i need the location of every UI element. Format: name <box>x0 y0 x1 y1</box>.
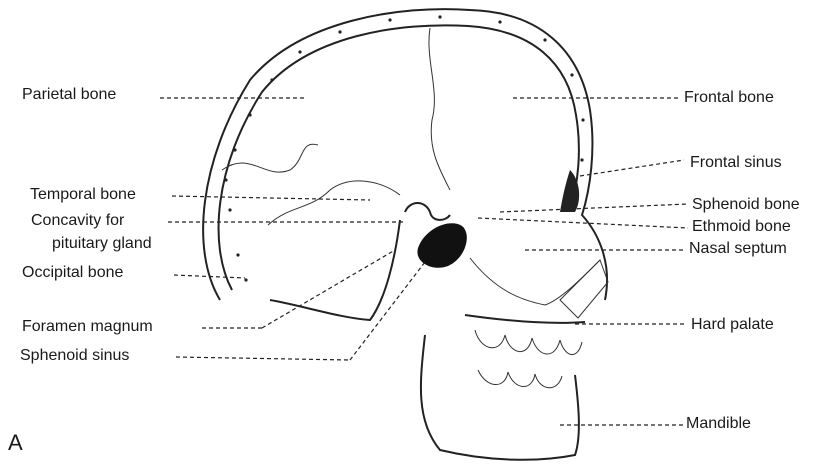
label-hard-palate: Hard palate <box>691 316 774 334</box>
coronal-suture <box>429 28 450 190</box>
label-concavity-line1: Concavity for <box>31 212 124 230</box>
squamous-suture <box>268 181 400 225</box>
panel-letter: A <box>8 430 23 456</box>
maxilla-line <box>470 258 600 305</box>
label-ethmoid-bone: Ethmoid bone <box>692 218 791 236</box>
label-parietal-bone: Parietal bone <box>22 86 116 104</box>
label-concavity-line2: pituitary gland <box>52 235 152 253</box>
label-sphenoid-bone: Sphenoid bone <box>692 196 800 214</box>
diploe-texture <box>224 15 584 281</box>
sella-turcica <box>405 203 450 220</box>
lambdoid-suture <box>222 144 318 172</box>
clivus <box>270 220 400 320</box>
label-mandible: Mandible <box>686 415 751 433</box>
label-occipital-bone: Occipital bone <box>22 264 123 282</box>
label-nasal-septum: Nasal septum <box>689 240 787 258</box>
label-temporal-bone: Temporal bone <box>30 186 136 204</box>
mandible-shape <box>421 335 579 460</box>
hard-palate-shape <box>465 315 585 323</box>
label-sphenoid-sinus: Sphenoid sinus <box>20 347 129 365</box>
sphenoid-sinus-shape <box>417 223 466 268</box>
label-frontal-bone: Frontal bone <box>684 89 774 107</box>
teeth <box>475 330 582 388</box>
nasal-septum-shape <box>560 260 608 318</box>
label-frontal-sinus: Frontal sinus <box>690 154 782 172</box>
label-foramen-magnum: Foramen magnum <box>22 318 153 336</box>
skull-inner-outline <box>219 25 579 290</box>
skull-outer-outline <box>203 9 607 300</box>
